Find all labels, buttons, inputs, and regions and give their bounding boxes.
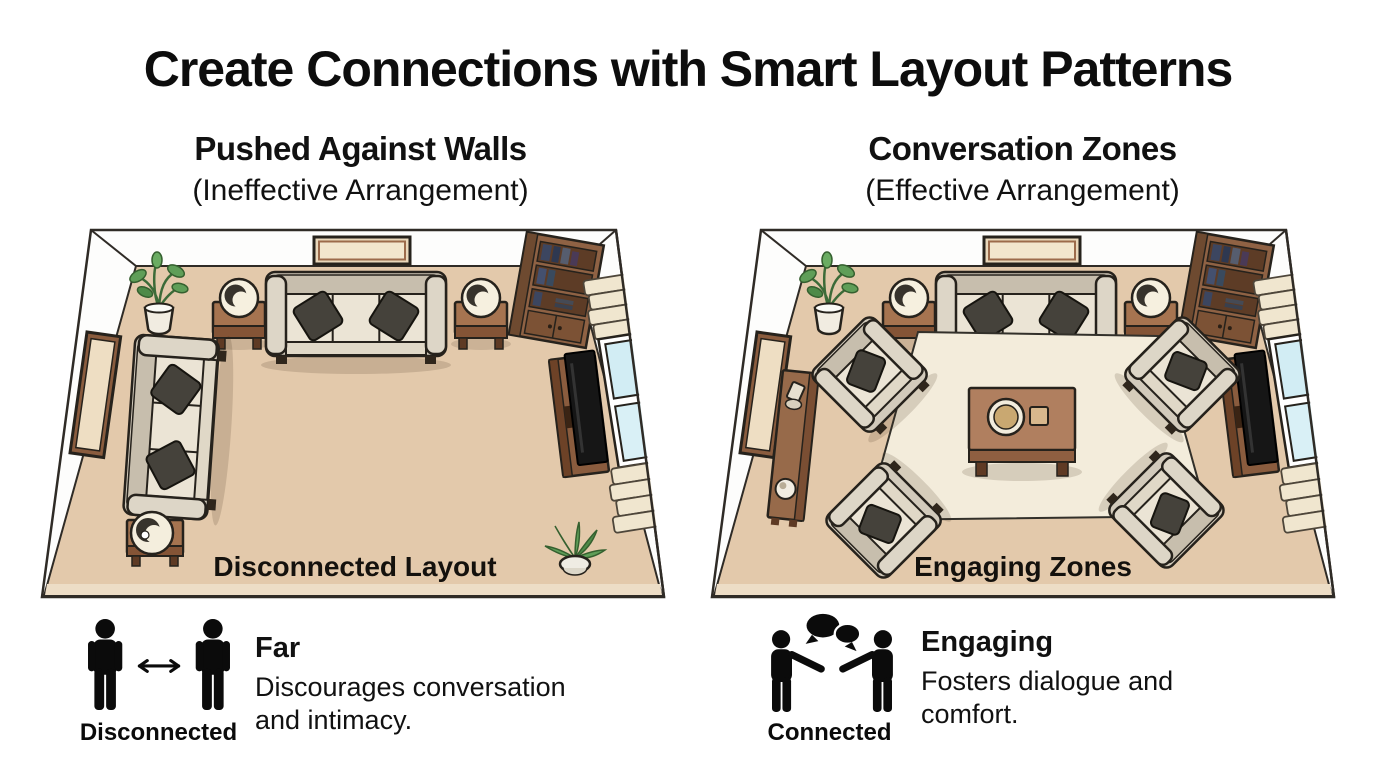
wall-picture — [982, 235, 1082, 266]
sofa-back-wall — [259, 270, 453, 376]
left-subheading: (Ineffective Arrangement) — [192, 174, 529, 207]
coffee-table — [960, 386, 1084, 483]
room-engaging-illustration: Engaging Zones — [710, 226, 1343, 599]
double-arrow-icon — [137, 659, 180, 673]
wall-edge-right — [1284, 229, 1336, 598]
right-column-header: Conversation Zones (Effective Arrangemen… — [700, 130, 1345, 208]
corner-seam-left — [760, 229, 807, 267]
right-icon-caption: Connected — [767, 719, 892, 746]
wall-cover-right — [617, 226, 673, 599]
right-legend-label: Engaging — [921, 626, 1054, 658]
left-icon-caption: Disconnected — [79, 719, 238, 746]
left-legend-text: Far Discourages conversation and intimac… — [255, 618, 600, 747]
right-legend-icon-block: Connected — [752, 612, 907, 747]
floor-edge-highlight — [715, 584, 1332, 595]
right-legend-description: Fosters dialogue and comfort. — [921, 666, 1174, 729]
people-distant-icon — [87, 618, 230, 711]
speech-bubbles-icon — [805, 613, 862, 652]
corner-seam-left — [90, 229, 137, 267]
wall-cover-right — [1287, 226, 1343, 599]
right-legend-text: Engaging Fosters dialogue and comfort. — [921, 612, 1211, 747]
people-talking-icon — [771, 613, 893, 712]
left-heading: Pushed Against Walls — [194, 130, 527, 167]
left-legend-icon-block: Disconnected — [76, 618, 241, 747]
right-heading: Conversation Zones — [868, 130, 1177, 167]
left-legend-description: Discourages conversation and intimacy. — [255, 672, 566, 735]
left-legend-label: Far — [255, 632, 301, 664]
left-legend: Disconnected Far Discourages conversatio… — [76, 618, 600, 747]
right-legend: Connected Engaging Fosters dialogue and … — [752, 612, 1211, 747]
wall-picture — [312, 235, 412, 266]
wall-edge-right — [614, 229, 666, 598]
sofa-left-wall — [121, 328, 239, 528]
floor-edge-highlight — [45, 584, 662, 595]
room-caption-left: Disconnected Layout — [213, 551, 496, 582]
left-column-header: Pushed Against Walls (Ineffective Arrang… — [38, 130, 683, 208]
room-disconnected-illustration: Disconnected Layout — [40, 226, 673, 599]
main-title: Create Connections with Smart Layout Pat… — [143, 41, 1234, 97]
room-caption-right: Engaging Zones — [914, 551, 1132, 582]
right-subheading: (Effective Arrangement) — [865, 174, 1180, 207]
